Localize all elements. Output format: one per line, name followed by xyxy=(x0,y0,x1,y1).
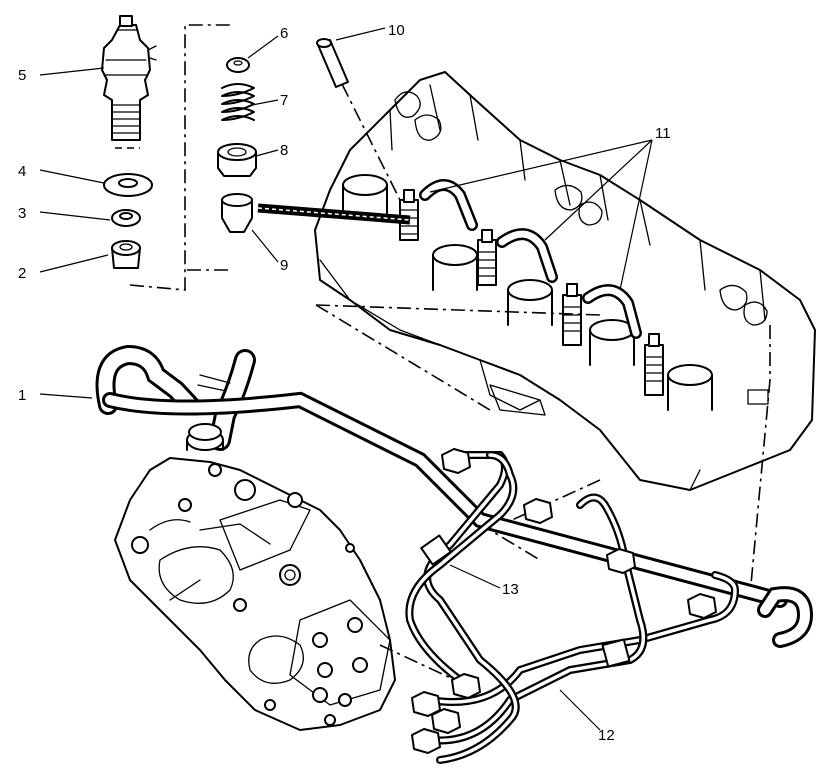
spring-seat-cap xyxy=(226,57,250,73)
leader-13 xyxy=(449,564,501,589)
callout-13: 13 xyxy=(502,581,519,598)
callout-labels: 1 2 3 4 5 6 7 8 9 10 11 12 13 xyxy=(18,22,671,744)
cylinder-head xyxy=(314,71,816,491)
callout-5: 5 xyxy=(18,67,26,84)
injector-assembly xyxy=(101,15,157,141)
injector-gasket xyxy=(111,240,141,269)
callout-7: 7 xyxy=(280,92,288,109)
callout-9: 9 xyxy=(280,257,288,274)
leader-4 xyxy=(39,169,105,184)
leak-off-hoses xyxy=(419,179,642,339)
assembly-guide-lines xyxy=(115,24,771,681)
callout-3: 3 xyxy=(18,205,26,222)
leader-5 xyxy=(39,67,105,76)
callout-6: 6 xyxy=(280,25,288,42)
leader-11 xyxy=(429,139,653,291)
callout-12: 12 xyxy=(598,727,615,744)
leak-off-pin xyxy=(316,38,349,88)
callout-2: 2 xyxy=(18,265,26,282)
leader-12 xyxy=(559,689,601,731)
callout-10: 10 xyxy=(388,22,405,39)
callout-8: 8 xyxy=(280,142,288,159)
installed-injectors xyxy=(399,189,664,396)
leader-8 xyxy=(255,149,279,157)
leader-7 xyxy=(251,99,279,106)
leader-1 xyxy=(39,393,93,399)
heat-shield-washer xyxy=(103,173,153,197)
leader-10 xyxy=(335,27,386,41)
leader-lines xyxy=(39,27,653,731)
leader-3 xyxy=(39,211,111,221)
leader-9 xyxy=(251,229,279,263)
pressure-spring xyxy=(221,83,255,121)
leader-6 xyxy=(247,35,279,59)
nozzle-seal xyxy=(111,209,141,227)
callout-11: 11 xyxy=(655,125,671,142)
fuel-return-hose xyxy=(95,344,814,648)
callout-1: 1 xyxy=(18,387,26,404)
injection-pipes xyxy=(405,448,740,764)
injection-pump xyxy=(114,457,396,731)
retaining-nut xyxy=(217,143,257,177)
leader-2 xyxy=(39,254,109,273)
callout-4: 4 xyxy=(18,163,26,180)
injector-nozzle xyxy=(221,193,411,233)
